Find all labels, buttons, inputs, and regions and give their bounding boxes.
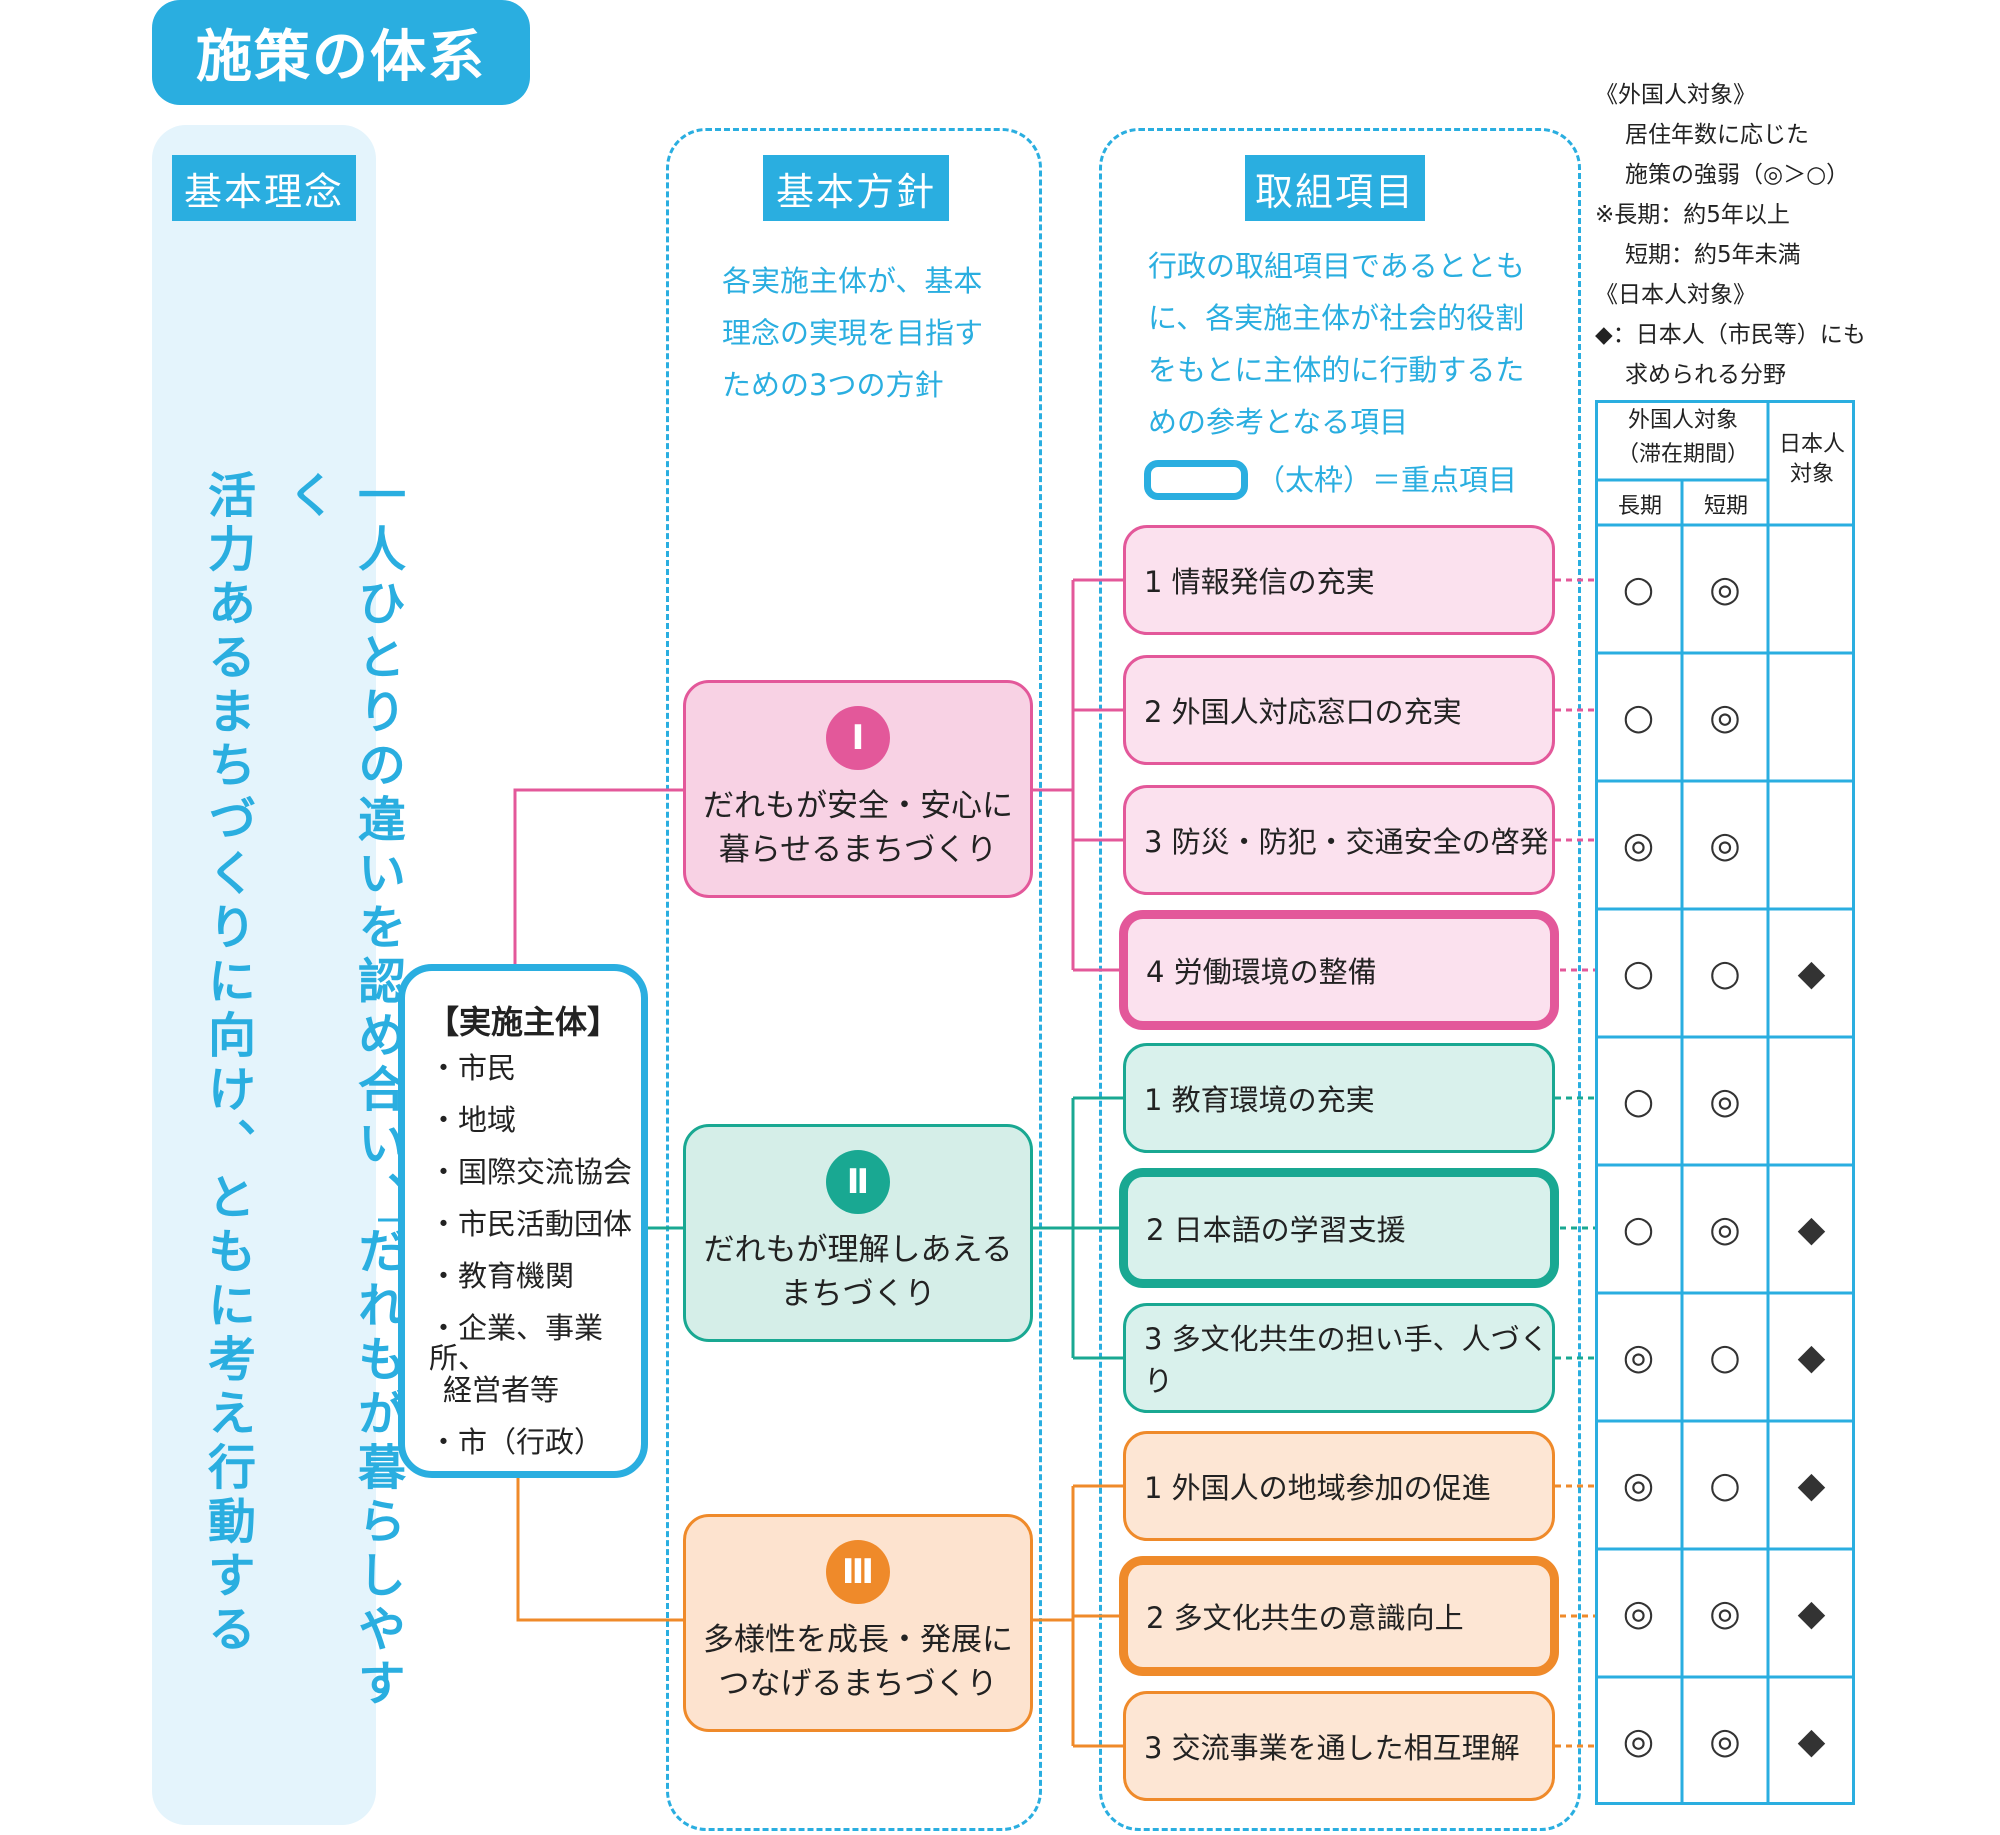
item-1-1: 1 情報発信の充実 [1123,525,1555,635]
policy-2-number: Ⅱ [826,1150,890,1214]
policy-3-number: Ⅲ [826,1540,890,1604]
table-cell-short-2: ◎ [1709,696,1741,738]
houshin-header: 基本方針 [763,155,949,221]
body-managers: 経営者等 [443,1373,560,1407]
table-header-foreign-label: 外国人対象 [1627,408,1738,433]
table-cell-short-9: ◎ [1709,1592,1741,1634]
rinen-header: 基本理念 [172,155,356,221]
table-cell-long-7: ◎ [1622,1336,1655,1378]
table-header-short: 短期 [1703,494,1748,519]
table-cell-short-7: ○ [1709,1336,1741,1378]
table-header-jp1: 日本人 [1778,432,1845,457]
table-header-foreign: 外国人対象 （滞在期間） [1598,404,1768,472]
item-2-3: 3 多文化共生の担い手、人づくり [1123,1303,1555,1413]
policy-1-line2: 暮らせるまちづくり [718,832,998,868]
table-cell-jp-10: ◆ [1797,1720,1826,1762]
item-1-3: 3 防災・防犯・交通安全の啓発 [1123,785,1555,895]
table-cell-long-9: ◎ [1622,1592,1655,1634]
item-3-2-focus: 2 多文化共生の意識向上 [1119,1556,1559,1676]
item-2-2-focus: 2 日本語の学習支援 [1119,1168,1559,1288]
item-3-1: 1 外国人の地域参加の促進 [1123,1431,1555,1541]
table-cell-long-6: ○ [1622,1208,1655,1250]
body-community: ・地域 [429,1103,517,1137]
table-cell-jp-3 [1768,781,1855,909]
legend-line-2: 居住年数に応じた [1625,122,1809,148]
table-cell-short-4: ○ [1709,952,1741,994]
policy-3: Ⅲ 多様性を成長・発展に つなげるまちづくり [683,1514,1033,1732]
policy-2: Ⅱ だれもが理解しあえる まちづくり [683,1124,1033,1342]
table-cell-jp-9: ◆ [1797,1592,1826,1634]
policy-3-line1: 多様性を成長・発展に [703,1622,1013,1658]
houshin-description: 各実施主体が、基本 理念の実現を目指す ための3つの方針 [722,264,984,402]
legend-foreign-title: 《外国人対象》 [1595,82,1756,108]
body-education: ・教育機関 [429,1259,575,1293]
item-1-2: 2 外国人対応窓口の充実 [1123,655,1555,765]
implementing-bodies-title: 【実施主体】 [427,1003,620,1041]
table-cell-jp-4: ◆ [1797,952,1826,994]
body-companies: ・企業、事業所、 [429,1311,604,1375]
legend-line-4: ※長期：約5年以上 [1595,202,1790,228]
table-cell-short-8: ○ [1709,1464,1741,1506]
torikumi-description: 行政の取組項目であるととも に、各実施主体が社会的役割 をもとに主体的に行動する… [1148,249,1525,439]
table-cell-jp-1 [1768,525,1855,653]
policy-1-line1: だれもが安全・安心に [703,788,1013,824]
table-cell-short-6: ◎ [1709,1208,1741,1250]
table-cell-short-5: ◎ [1709,1080,1741,1122]
legend: 《外国人対象》 居住年数に応じた 施策の強弱（◎＞○） ※長期：約5年以上 短期… [1595,75,1866,395]
target-table-grid [1595,400,1855,1805]
implementing-bodies-box: 【実施主体】 ・市民 ・地域 ・国際交流協会 ・市民活動団体 ・教育機関 ・企業… [398,964,648,1478]
table-cell-long-8: ◎ [1622,1464,1655,1506]
torikumi-column [1099,128,1581,1831]
table-cell-long-2: ○ [1622,696,1655,738]
body-citizens: ・市民 [429,1051,517,1085]
table-cell-long-3: ◎ [1622,824,1655,866]
focus-legend-box [1144,460,1248,500]
legend-japanese-title: 《日本人対象》 [1595,282,1756,308]
table-header-jp2: 対象 [1789,462,1834,487]
page-title: 施策の体系 [152,0,530,105]
table-cell-short-1: ◎ [1709,568,1741,610]
table-header-long: 長期 [1617,494,1662,519]
table-cell-jp-6: ◆ [1797,1208,1826,1250]
body-city: ・市（行政） [429,1425,604,1459]
item-1-4-focus: 4 労働環境の整備 [1119,910,1559,1030]
rinen-text-line2: 活力あるまちづくりに向け、ともに考え行動する [199,470,255,1658]
table-header-period-label: （滞在期間） [1616,442,1749,467]
table-cell-long-4: ○ [1622,952,1655,994]
table-cell-jp-5 [1768,1037,1855,1165]
legend-line-3: 施策の強弱（◎＞○） [1625,162,1850,188]
rinen-text-line1: 一人ひとりの違いを認め合い、だれもが暮らしやすく [279,470,405,1712]
table-cell-jp-8: ◆ [1797,1464,1826,1506]
rinen-panel [152,125,376,1825]
table-cell-long-1: ○ [1622,568,1655,610]
table-cell-short-10: ◎ [1709,1720,1741,1762]
table-cell-short-3: ◎ [1709,824,1741,866]
policy-2-line1: だれもが理解しあえる [703,1232,1013,1268]
policy-1-number: Ⅰ [826,706,890,770]
target-table [1595,400,1855,1805]
policy-2-line2: まちづくり [780,1276,936,1312]
item-2-1: 1 教育環境の充実 [1123,1043,1555,1153]
policy-1: Ⅰ だれもが安全・安心に 暮らせるまちづくり [683,680,1033,898]
houshin-column [666,128,1042,1831]
item-3-3: 3 交流事業を通した相互理解 [1123,1691,1555,1801]
table-header-japanese: 日本人 対象 [1771,430,1853,490]
table-cell-jp-7: ◆ [1797,1336,1826,1378]
table-cell-long-5: ○ [1622,1080,1655,1122]
legend-line-5: 短期：約5年未満 [1625,242,1801,268]
body-civic-groups: ・市民活動団体 [429,1207,633,1241]
torikumi-header: 取組項目 [1245,155,1425,221]
legend-line-8: 求められる分野 [1625,362,1786,388]
table-cell-long-10: ◎ [1622,1720,1655,1762]
focus-legend-text: （太枠）＝重点項目 [1256,463,1518,497]
body-intl-association: ・国際交流協会 [429,1155,633,1189]
policy-3-line2: つなげるまちづくり [718,1666,998,1702]
table-cell-jp-2 [1768,653,1855,781]
legend-line-7: ◆：日本人（市民等）にも [1595,322,1866,348]
